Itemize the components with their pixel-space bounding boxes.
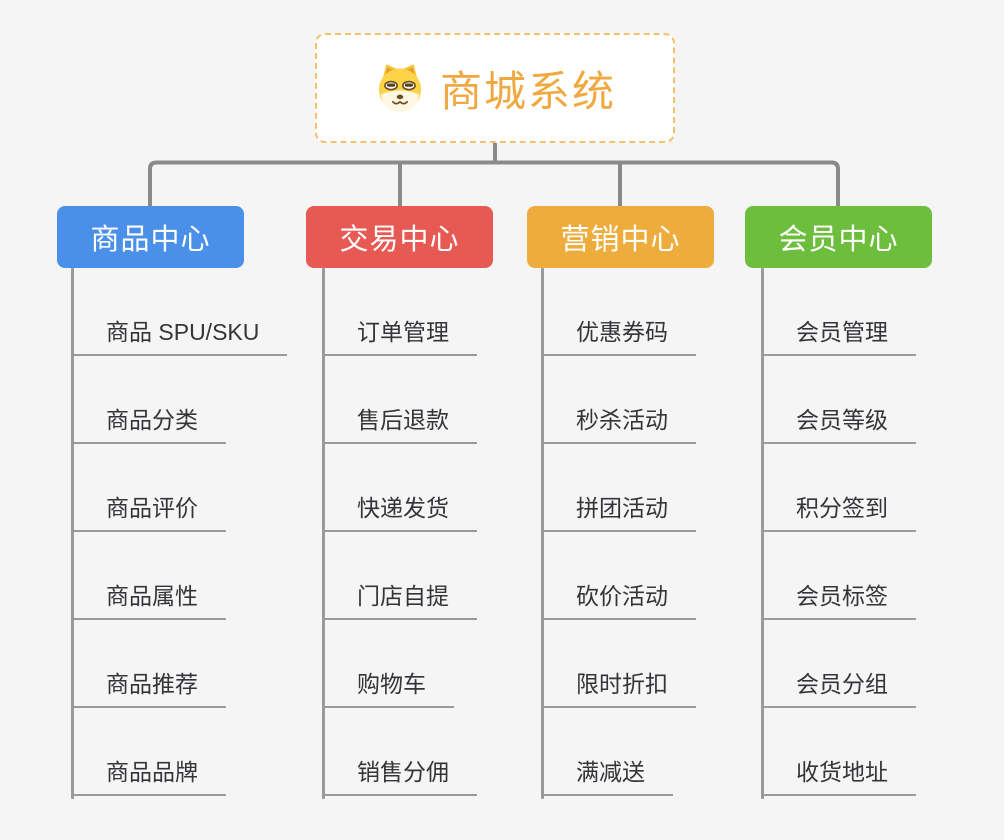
leaf-node-limited-time-discount[interactable]: 限时折扣 (541, 620, 696, 708)
root-node-mall-system[interactable]: 商城系统 (315, 33, 675, 143)
leaf-label: 会员分组 (796, 671, 888, 697)
leaf-label: 商品品牌 (106, 759, 198, 785)
branch-label: 交易中心 (339, 224, 460, 256)
leaf-node-sales-commission[interactable]: 销售分佣 (322, 708, 477, 796)
branch-node-trade-center[interactable]: 交易中心 (306, 206, 493, 268)
leaf-node-member-management[interactable]: 会员管理 (761, 268, 916, 356)
leaf-label: 满减送 (576, 759, 645, 785)
leaf-label: 优惠券码 (576, 319, 668, 345)
leaf-node-spend-and-save[interactable]: 满减送 (541, 708, 673, 796)
leaf-node-member-group[interactable]: 会员分组 (761, 620, 916, 708)
leaf-node-product-brand[interactable]: 商品品牌 (71, 708, 226, 796)
leaf-label: 限时折扣 (576, 671, 668, 697)
branch-label: 营销中心 (560, 224, 681, 256)
leaf-column-product: 商品 SPU/SKU 商品分类 商品评价 商品属性 商品推荐 商品品牌 (71, 268, 288, 799)
leaf-node-shipping-address[interactable]: 收货地址 (761, 708, 916, 796)
leaf-node-shopping-cart[interactable]: 购物车 (322, 620, 454, 708)
leaf-node-product-review[interactable]: 商品评价 (71, 444, 226, 532)
leaf-label: 售后退款 (357, 407, 449, 433)
leaf-column-marketing: 优惠券码 秒杀活动 拼团活动 砍价活动 限时折扣 满减送 (541, 268, 696, 799)
leaf-label: 秒杀活动 (576, 407, 668, 433)
branch-label: 商品中心 (90, 224, 211, 256)
leaf-label: 商品分类 (106, 407, 198, 433)
leaf-column-member: 会员管理 会员等级 积分签到 会员标签 会员分组 收货地址 (761, 268, 916, 799)
leaf-label: 会员等级 (796, 407, 888, 433)
leaf-label: 会员标签 (796, 583, 888, 609)
leaf-label: 会员管理 (796, 319, 888, 345)
leaf-column-trade: 订单管理 售后退款 快递发货 门店自提 购物车 销售分佣 (322, 268, 477, 799)
leaf-node-points-checkin[interactable]: 积分签到 (761, 444, 916, 532)
leaf-node-member-tag[interactable]: 会员标签 (761, 532, 916, 620)
branch-column-line (541, 268, 544, 799)
leaf-label: 拼团活动 (576, 495, 668, 521)
leaf-label: 收货地址 (796, 759, 888, 785)
leaf-node-group-buy[interactable]: 拼团活动 (541, 444, 696, 532)
branch-node-product-center[interactable]: 商品中心 (57, 206, 244, 268)
branch-column-line (761, 268, 764, 799)
leaf-node-product-recommend[interactable]: 商品推荐 (71, 620, 226, 708)
leaf-node-product-category[interactable]: 商品分类 (71, 356, 226, 444)
branch-column-line (322, 268, 325, 799)
bus-line (148, 160, 840, 206)
leaf-node-flash-sale[interactable]: 秒杀活动 (541, 356, 696, 444)
doge-icon (378, 64, 422, 112)
leaf-label: 商品评价 (106, 495, 198, 521)
leaf-node-bargain-activity[interactable]: 砍价活动 (541, 532, 696, 620)
leaf-label: 快递发货 (357, 495, 449, 521)
branch-column-line (71, 268, 74, 799)
leaf-node-store-pickup[interactable]: 门店自提 (322, 532, 477, 620)
leaf-label: 商品 SPU/SKU (106, 319, 260, 345)
leaf-node-aftersale-refund[interactable]: 售后退款 (322, 356, 477, 444)
leaf-label: 商品属性 (106, 583, 198, 609)
leaf-node-product-spu-sku[interactable]: 商品 SPU/SKU (71, 268, 288, 356)
leaf-label: 订单管理 (357, 319, 449, 345)
root-node-title: 商城系统 (439, 67, 616, 115)
leaf-label: 门店自提 (357, 583, 449, 609)
leaf-node-member-level[interactable]: 会员等级 (761, 356, 916, 444)
leaf-node-coupon-code[interactable]: 优惠券码 (541, 268, 696, 356)
leaf-label: 购物车 (357, 671, 426, 697)
branch-node-member-center[interactable]: 会员中心 (745, 206, 932, 268)
leaf-label: 砍价活动 (576, 583, 668, 609)
leaf-label: 商品推荐 (106, 671, 198, 697)
leaf-label: 积分签到 (796, 495, 888, 521)
branch-label: 会员中心 (778, 224, 899, 256)
leaf-node-express-shipping[interactable]: 快递发货 (322, 444, 477, 532)
leaf-node-order-management[interactable]: 订单管理 (322, 268, 477, 356)
branch-node-marketing-center[interactable]: 营销中心 (527, 206, 714, 268)
leaf-node-product-attribute[interactable]: 商品属性 (71, 532, 226, 620)
leaf-label: 销售分佣 (357, 759, 449, 785)
